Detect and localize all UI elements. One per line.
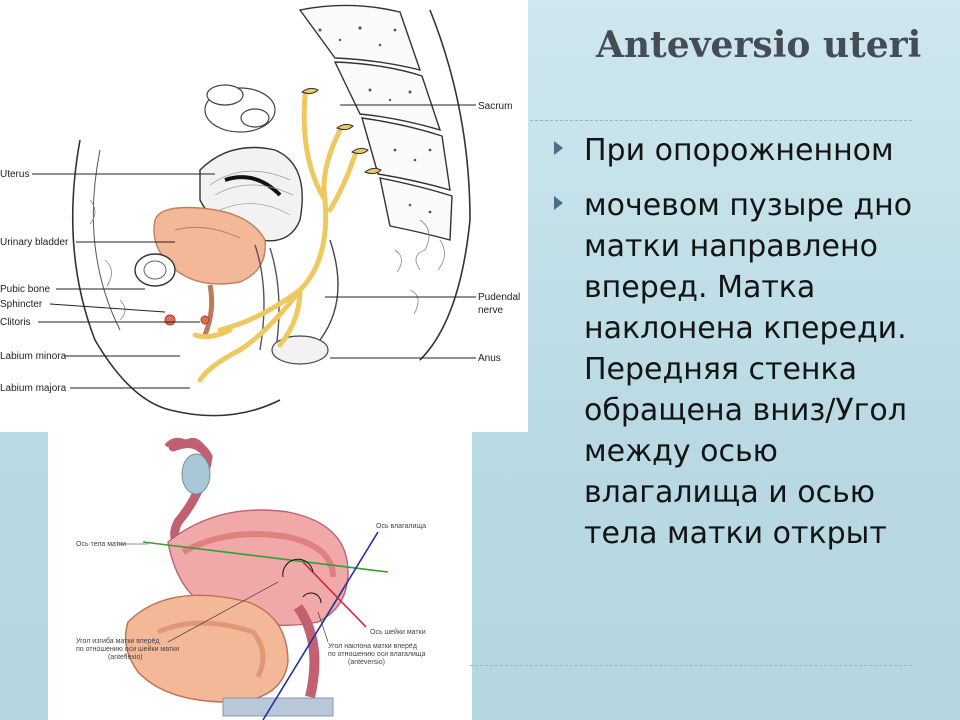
- bullet-list: При опорожненном мочевом пузыре дно матк…: [550, 130, 950, 568]
- label-labium-minora: Labium minora: [0, 351, 67, 362]
- bullet-arrow-icon: [554, 141, 563, 155]
- label-angle-versio-line2: по отношению оси влагалища: [328, 651, 426, 658]
- label-labium-majora: Labium majora: [0, 383, 67, 394]
- bullet-arrow-icon: [554, 196, 563, 210]
- footer-divider: [470, 665, 912, 666]
- pelvis-sagittal-illustration: Sacrum Uterus Urinary bladder Pubic bone…: [0, 4, 520, 417]
- label-sphincter: Sphincter: [0, 299, 43, 310]
- bullet-text: мочевом пузыре дно матки направлено впер…: [584, 188, 913, 551]
- bullet-item: мочевом пузыре дно матки направлено впер…: [550, 185, 950, 554]
- label-pudendal-nerve-line2: nerve: [478, 305, 503, 316]
- label-angle-versio-line1: Угол наклона матки вперёд: [328, 643, 417, 650]
- label-angle-flexio-line1: Угол изгиба матки вперёд: [76, 637, 160, 645]
- label-pudendal-nerve-line1: Pudendal: [478, 292, 520, 303]
- label-angle-flexio-line3: (anteflexio): [108, 654, 143, 661]
- pelvis-sagittal-figure: Sacrum Uterus Urinary bladder Pubic bone…: [0, 0, 528, 432]
- label-uterus: Uterus: [0, 169, 29, 180]
- label-cervix-axis: Ось шейки матки: [370, 628, 426, 636]
- uterus-axes-illustration: Ось тела матки Ось влагалища Ось шейки м…: [76, 437, 426, 720]
- slide-title: Anteversio uteri: [596, 24, 922, 66]
- label-uterus-body-axis: Ось тела матки: [76, 541, 126, 548]
- label-angle-versio-line3: (anteversio): [348, 659, 385, 666]
- title-divider: [530, 120, 912, 121]
- label-urinary-bladder: Urinary bladder: [0, 237, 69, 248]
- label-clitoris: Clitoris: [0, 317, 31, 328]
- label-anus: Anus: [478, 353, 501, 364]
- uterus-axes-figure: Ось тела матки Ось влагалища Ось шейки м…: [48, 432, 472, 720]
- label-sacrum: Sacrum: [478, 101, 512, 112]
- bullet-text: При опорожненном: [584, 133, 894, 168]
- bullet-item: При опорожненном: [550, 130, 950, 171]
- label-pubic-bone: Pubic bone: [0, 284, 50, 295]
- label-vagina-axis: Ось влагалища: [376, 523, 426, 530]
- label-angle-flexio-line2: по отношению оси шейки матки: [76, 645, 179, 653]
